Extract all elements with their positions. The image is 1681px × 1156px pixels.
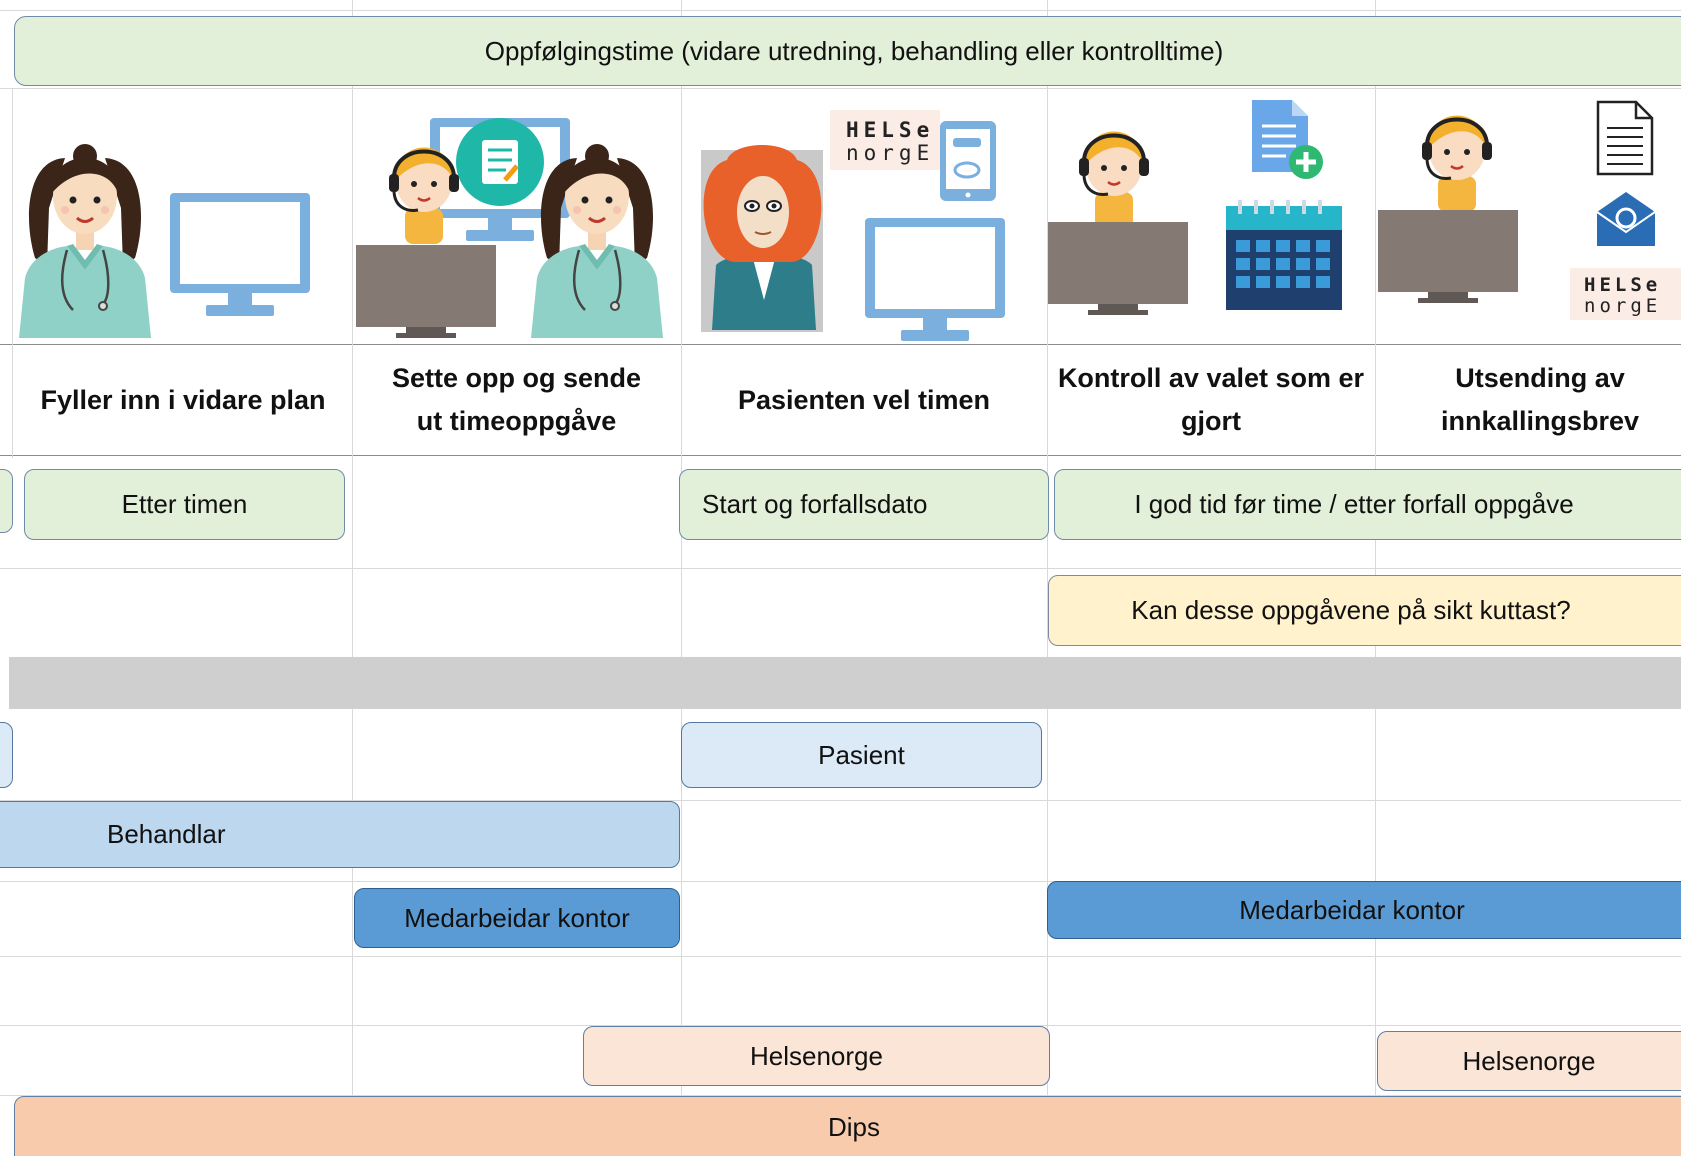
document-icon <box>1596 100 1654 176</box>
actor-clinician: Behandlar <box>0 801 680 868</box>
grid-line <box>0 956 1681 957</box>
grid-line <box>352 0 353 1156</box>
grid-line <box>0 1025 1681 1026</box>
step-send-letter: Utsending av innkallingsbrev <box>1440 363 1640 436</box>
monitor-icon <box>170 193 310 316</box>
step-check-choice: Kontroll av valet som er gjort <box>1057 363 1365 436</box>
timing-start-due: Start og forfallsdato <box>679 469 1049 540</box>
actor-patient: Pasient <box>681 722 1042 788</box>
grid-line <box>0 881 1681 882</box>
actor-office-staff-2: Medarbeidar kontor <box>1047 881 1681 939</box>
email-icon <box>1596 192 1656 246</box>
nurse-icon <box>17 142 153 340</box>
office-worker-icon <box>1048 129 1188 315</box>
question-box: Kan desse oppgåvene på sikt kuttast? <box>1048 575 1681 646</box>
grid-line <box>681 0 682 1156</box>
system-helsenorge-2: Helsenorge <box>1377 1031 1681 1091</box>
separator-band <box>9 657 1681 709</box>
timing-after-appointment: Etter timen <box>24 469 345 540</box>
svg-text:norgE: norgE <box>1584 295 1661 317</box>
timing-box-partial <box>0 469 13 533</box>
tablet-icon <box>940 121 996 201</box>
actor-box-partial <box>0 722 13 788</box>
grid-line <box>0 344 1681 345</box>
svg-text:HELSe: HELSe <box>846 118 934 142</box>
timing-before-time: I god tid før time / etter forfall oppgå… <box>1054 469 1681 540</box>
svg-text:HELSe: HELSe <box>1584 274 1661 296</box>
actor-office-staff-1: Medarbeidar kontor <box>354 888 680 948</box>
grid-line <box>0 10 1681 11</box>
helsenorge-logo: HELSe norgE <box>1570 268 1681 320</box>
header-banner: Oppfølgingstime (vidare utredning, behan… <box>14 16 1681 86</box>
step-send-task: Sette opp og sende ut timeoppgåve <box>391 363 642 436</box>
grid-line <box>0 88 1681 89</box>
document-add-icon <box>1252 100 1323 179</box>
grid-line <box>0 568 1681 569</box>
monitor-form-icon <box>430 118 570 241</box>
grid-line <box>12 88 13 458</box>
calendar-icon <box>1226 200 1342 310</box>
step-fill-plan: Fyller inn i vidare plan <box>40 384 326 415</box>
grid-line <box>1047 0 1048 1156</box>
system-helsenorge-1: Helsenorge <box>583 1026 1050 1086</box>
grid-line <box>0 800 1681 801</box>
grid-line <box>0 1095 1681 1096</box>
helsenorge-logo: HELSe norgE <box>830 110 940 170</box>
system-dips: Dips <box>14 1096 1681 1156</box>
patient-icon <box>701 145 823 332</box>
office-worker-icon <box>1378 113 1518 303</box>
illustrations: HELSe norgE <box>17 100 1681 341</box>
grid-line <box>0 455 1681 456</box>
monitor-icon <box>865 218 1005 341</box>
step-patient-choose: Pasienten vel timen <box>737 384 991 415</box>
svg-text:norgE: norgE <box>846 141 934 165</box>
header-title: Oppfølgingstime (vidare utredning, behan… <box>484 35 1224 66</box>
